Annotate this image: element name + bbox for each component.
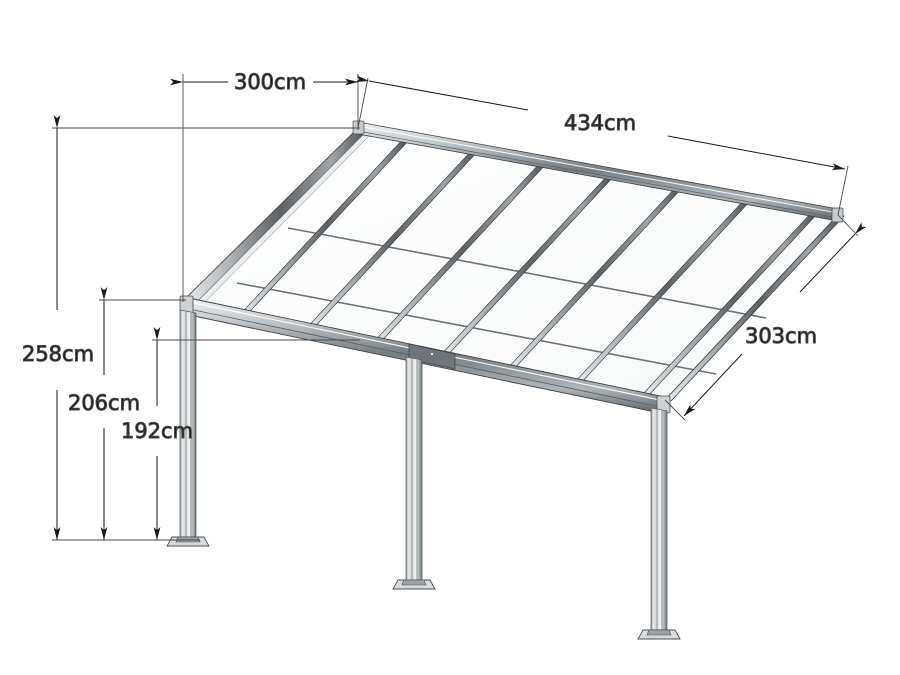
roof-panel-surface [182, 127, 839, 401]
dimension-192cm: 192cm [120, 327, 194, 540]
support-post-right [637, 407, 681, 640]
ext-line-434-left [357, 77, 369, 129]
support-post-middle [392, 356, 436, 590]
post-group [166, 309, 681, 640]
beam-splice-plate [408, 343, 456, 370]
dimension-layer: 300cm 434cm 303cm 25 [21, 70, 867, 541]
ext-line-434-right [837, 165, 849, 216]
rafter-group [233, 136, 820, 397]
roof-assembly [179, 120, 845, 415]
corner-connector-back-right [831, 207, 844, 223]
purlin-upper [287, 227, 767, 319]
dim-line-434-b [667, 135, 846, 170]
dim-label-206cm: 206cm [68, 391, 140, 415]
purlin-lower [236, 282, 717, 375]
dimension-303cm: 303cm [664, 214, 867, 421]
post-base-plate [637, 629, 681, 640]
dim-line-434 [355, 75, 529, 111]
dim-line-303 [799, 222, 867, 293]
dim-label-300cm: 300cm [234, 70, 306, 94]
dim-label-434cm: 434cm [564, 111, 636, 135]
dim-label-258cm: 258cm [22, 342, 94, 366]
dim-label-303cm: 303cm [745, 324, 817, 348]
dimension-300cm: 300cm [170, 70, 358, 95]
support-post-left [166, 309, 210, 547]
purlin-group [236, 227, 767, 375]
extension-lines [52, 74, 360, 541]
ext-line-303-top [837, 214, 859, 237]
ext-line-303-bottom [664, 399, 686, 421]
dim-line-303-b [683, 353, 743, 417]
post-base-plate [166, 536, 210, 547]
dim-label-192cm: 192cm [121, 419, 193, 443]
dimension-258cm: 258cm [21, 115, 95, 540]
dimension-206cm: 206cm [67, 287, 141, 540]
dimension-434cm: 434cm [355, 75, 849, 216]
post-base-plate [392, 579, 436, 590]
